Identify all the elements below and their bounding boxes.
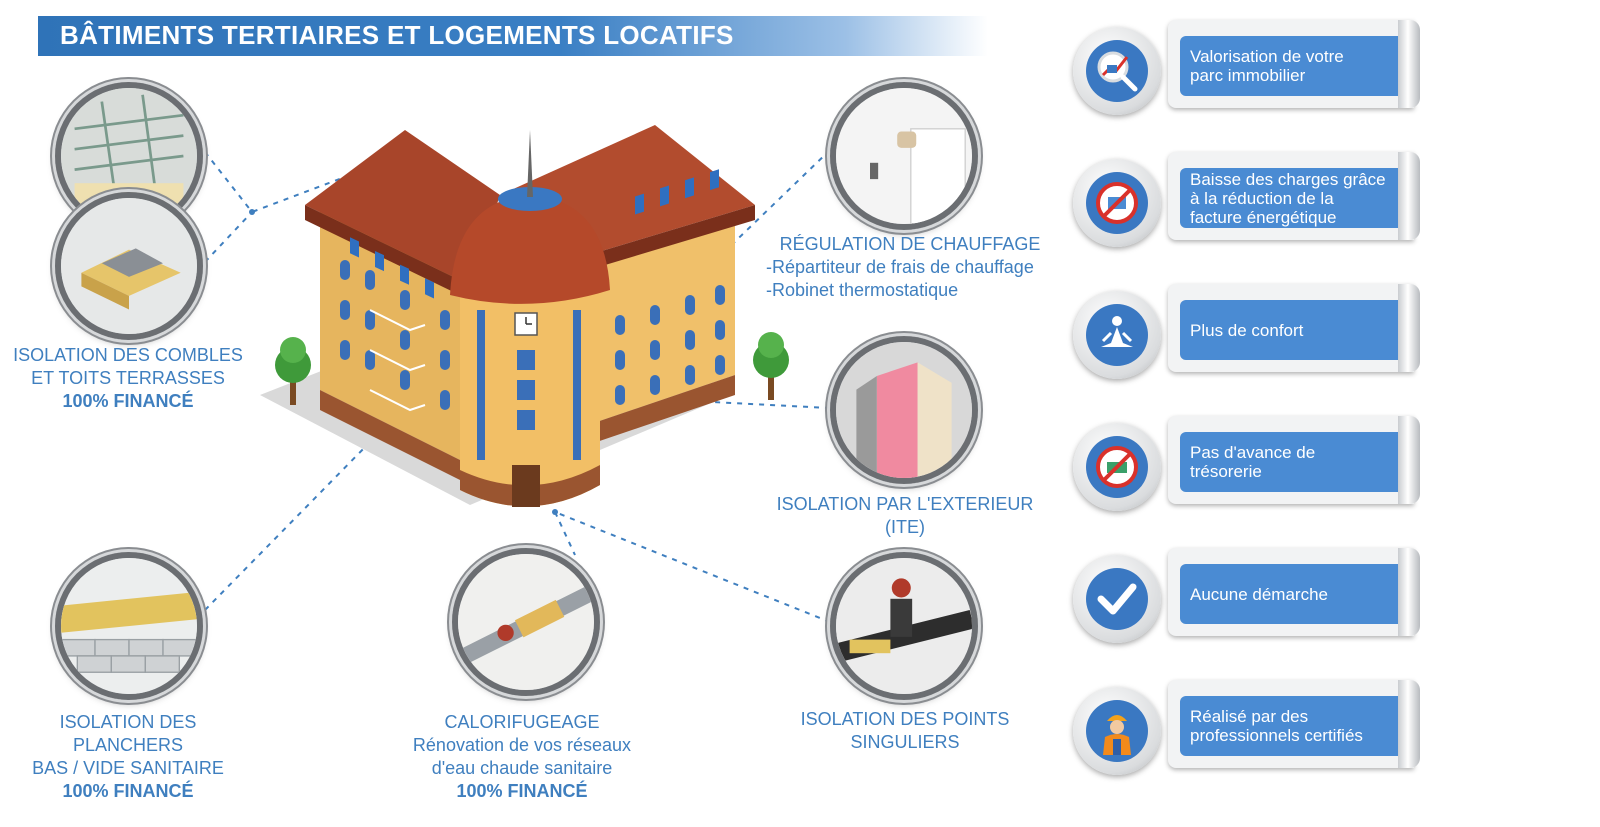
points-singuliers-label: ISOLATION DES POINTS SINGULIERS	[800, 709, 1010, 752]
tree-right	[753, 332, 789, 400]
worker-icon	[1073, 687, 1161, 775]
regulation-photo-circle	[830, 82, 978, 230]
checkmark-icon	[1073, 555, 1161, 643]
page-title: BÂTIMENTS TERTIAIRES ET LOGEMENTS LOCATI…	[60, 20, 734, 50]
meditation-icon	[1073, 291, 1161, 379]
magnifier-growth-icon	[1073, 27, 1161, 115]
calorifugeage-photo-circle	[452, 548, 600, 696]
points-singuliers-photo-circle	[830, 552, 978, 700]
header-band	[38, 16, 988, 56]
ite-photo-circle	[830, 336, 978, 484]
benefit-ribbon-confort: Plus de confort	[1168, 284, 1420, 374]
regulation-label: RÉGULATION DE CHAUFFAGE -Répartiteur de …	[766, 234, 1041, 300]
benefit-ribbon-demarche: Aucune démarche	[1168, 548, 1420, 638]
no-money-icon	[1073, 423, 1161, 511]
tree-left	[275, 337, 311, 405]
building-illustration	[260, 125, 789, 507]
toits-terrasses-photo-circle	[55, 192, 203, 340]
no-bills-icon	[1073, 159, 1161, 247]
planchers-photo-circle	[55, 552, 203, 700]
ite-label: ISOLATION PAR L'EXTERIEUR(ITE)	[776, 494, 1034, 537]
